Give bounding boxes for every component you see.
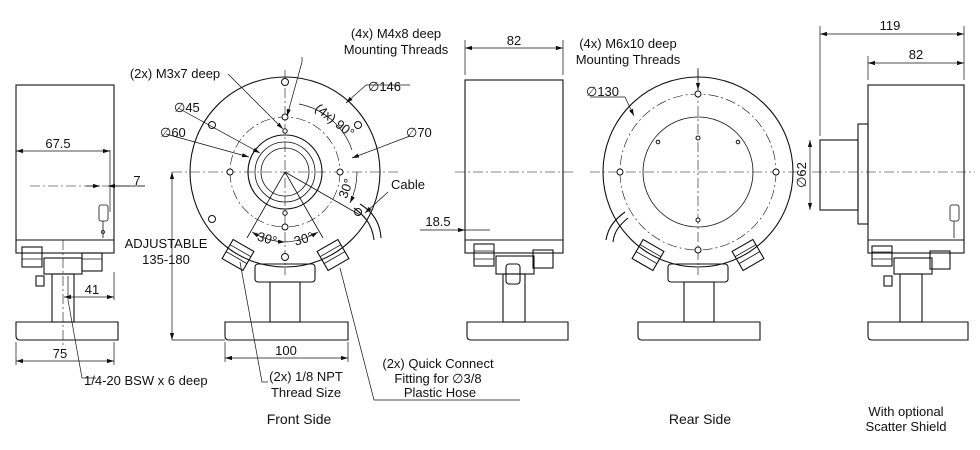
bsw-thread-label: 1/4-20 BSW x 6 deep — [84, 373, 208, 388]
dim-100: 100 — [275, 343, 297, 358]
scatter-shield-view: 119 82 ∅62 — [794, 18, 975, 341]
dia-146: ∅146 — [368, 79, 401, 94]
left-side-view: 67.5 7 41 75 1/4-20 BSW x 6 deep — [15, 84, 208, 388]
dim-18-5: 18.5 — [425, 214, 450, 229]
caption-rear-side: Rear Side — [669, 411, 731, 427]
angle-30-br: 30° — [292, 229, 315, 249]
angle-4x-90: (4x) 90° — [312, 100, 357, 140]
front-view: 100 ADJUSTABLE 135-180 (4x) M4x8 deep Mo… — [125, 26, 520, 401]
m4-threads-label-2: Mounting Threads — [344, 42, 449, 57]
angle-30-right: 30° — [335, 177, 356, 201]
dia-130: ∅130 — [586, 84, 619, 99]
dim-41: 41 — [85, 282, 99, 297]
npt-label-2: Thread Size — [271, 385, 341, 400]
dia-70: ∅70 — [406, 125, 432, 140]
m6-threads-label: (4x) M6x10 deep — [579, 36, 677, 51]
angle-30-bl: 30° — [256, 229, 279, 249]
adjustable-label: ADJUSTABLE — [125, 236, 208, 251]
dim-7: 7 — [133, 173, 140, 188]
m6-threads-label-2: Mounting Threads — [576, 52, 681, 67]
quick-connect-label-3: Plastic Hose — [404, 385, 476, 400]
dim-82-side: 82 — [507, 33, 521, 48]
quick-connect-label: (2x) Quick Connect — [382, 356, 494, 371]
m4-threads-label: (4x) M4x8 deep — [351, 26, 441, 41]
quick-connect-label-2: Fitting for ∅3/8 — [394, 371, 481, 386]
caption-front-side: Front Side — [267, 411, 332, 427]
adjustable-range: 135-180 — [142, 252, 190, 267]
dia-60: ∅60 — [160, 125, 186, 140]
npt-label: (2x) 1/8 NPT — [269, 369, 343, 384]
dia-62: ∅62 — [794, 162, 809, 188]
m3-deep-label: (2x) M3x7 deep — [130, 66, 220, 81]
rear-view: (4x) M6x10 deep Mounting Threads ∅130 — [576, 36, 805, 341]
caption-shield-1: With optional — [868, 404, 943, 419]
cable-label: Cable — [391, 177, 425, 192]
dia-45: ∅45 — [174, 100, 200, 115]
dim-75: 75 — [53, 346, 67, 361]
dim-119: 119 — [880, 18, 901, 33]
dim-82-shield: 82 — [909, 47, 923, 62]
middle-side-view: 82 18.5 — [420, 33, 575, 341]
caption-shield-2: Scatter Shield — [866, 419, 947, 434]
dim-67-5: 67.5 — [45, 136, 70, 151]
